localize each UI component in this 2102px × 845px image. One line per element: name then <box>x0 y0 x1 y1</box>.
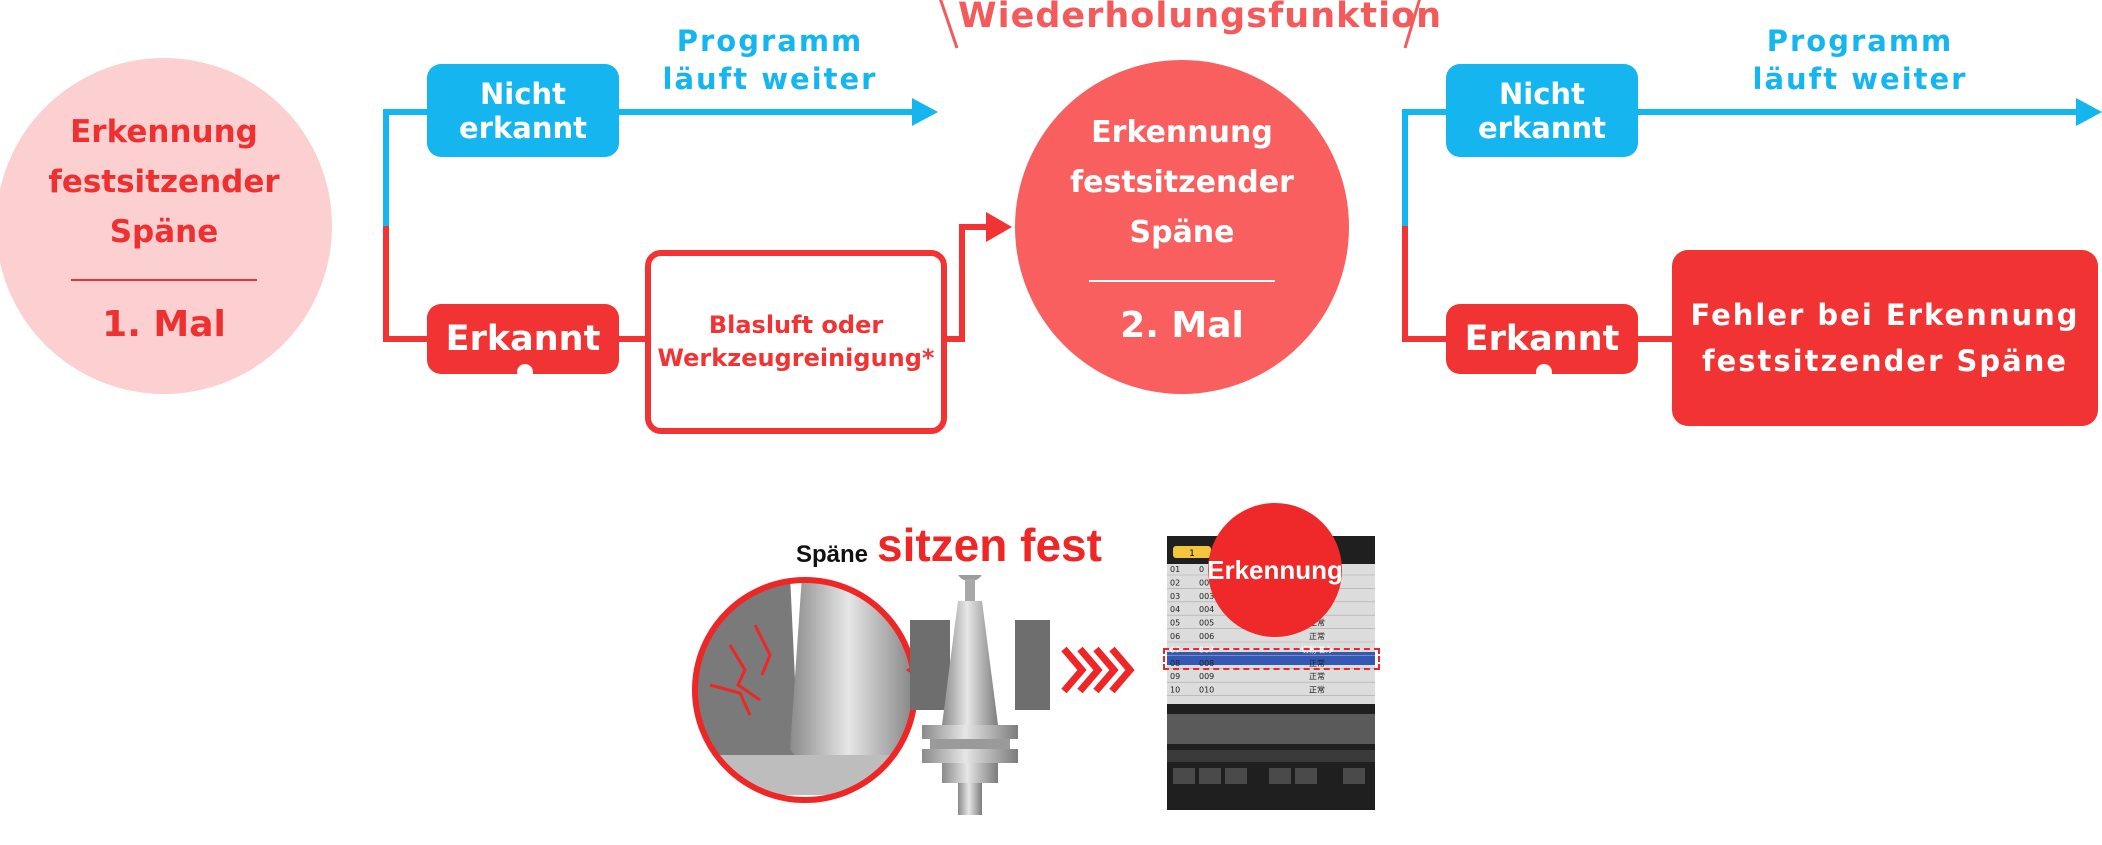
branch2-continue-line2: läuft weiter <box>1752 62 1968 96</box>
screen-row-status: 正常 <box>1309 686 1325 695</box>
title-slash-left <box>939 0 959 49</box>
chips-label-large: sitzen fest <box>877 519 1102 571</box>
first-detection-title-line1: Erkennung <box>70 114 258 150</box>
branch2-error-line2: festsitzender Späne <box>1701 344 2069 378</box>
screen-row-status: 正常 <box>1309 659 1325 668</box>
branch2-continue-line1: Programm <box>1766 24 1954 58</box>
second-detection-title-line1: Erkennung <box>1091 115 1273 150</box>
chips-label-small: Späne <box>796 541 869 568</box>
screen-row-status: 正常 <box>1309 632 1325 641</box>
first-detection-title-line2: festsitzender Späne <box>48 164 280 250</box>
branch1-red-to-second <box>934 224 993 342</box>
first-detection-circle: Erkennung festsitzender Späne 1. Mal <box>0 58 332 394</box>
screen-row-status: 正常 <box>1309 619 1325 628</box>
screen-row-number: 01 <box>1170 565 1180 574</box>
branch1-red-arrowhead <box>986 212 1012 242</box>
screen-row-number: 09 <box>1170 672 1180 681</box>
branch2-continue-arrowhead <box>2076 98 2102 126</box>
screen-row-code: 010 <box>1199 686 1214 695</box>
magnified-view <box>695 580 915 800</box>
screen-row-number: 06 <box>1170 632 1180 641</box>
branch1-blue-connector <box>383 109 925 226</box>
branch1-not-detected-line1: Nicht <box>480 76 566 111</box>
screen-row-number: 04 <box>1170 605 1180 614</box>
screen-row-code: 008 <box>1199 659 1214 668</box>
branch2-error-box: Fehler bei Erkennung festsitzender Späne <box>1672 250 2098 426</box>
screen-row-number: 10 <box>1170 686 1180 695</box>
branch1-continue-label: Programm läuft weiter <box>650 22 890 98</box>
branch1-detected-pill: Erkannt <box>427 304 619 374</box>
branch2-detected-pill: Erkannt <box>1446 304 1638 374</box>
branch1-detected-notch <box>517 364 533 380</box>
screen-row-number: 05 <box>1170 619 1180 628</box>
branch1-action-line2: Werkzeugreinigung* <box>657 344 935 372</box>
second-detection-count: 2. Mal <box>1120 305 1244 346</box>
second-detection-circle: Erkennung festsitzender Späne 2. Mal <box>1015 60 1349 394</box>
title-slash-right <box>1403 0 1421 49</box>
screen-row-number: 03 <box>1170 592 1180 601</box>
branch2-continue-label: Programm läuft weiter <box>1740 22 1980 98</box>
screen-row-code: 009 <box>1199 672 1214 681</box>
screen-row-code: 006 <box>1199 632 1214 641</box>
screen-row-code: 005 <box>1199 619 1214 628</box>
branch1-not-detected-line2: erkannt <box>459 110 587 145</box>
branch1-action-line1: Blasluft oder <box>708 311 884 339</box>
screen-row-code: 0 <box>1199 565 1204 574</box>
branch1-not-detected-pill: Nicht erkannt <box>427 64 619 157</box>
branch1-detected-label: Erkannt <box>445 319 601 359</box>
branch2-error-line1: Fehler bei Erkennung <box>1690 298 2080 332</box>
branch1-action-box: Blasluft oder Werkzeugreinigung* <box>645 250 947 434</box>
second-detection-title-line2: festsitzender Späne <box>1070 165 1294 250</box>
screen-row-number: 08 <box>1170 659 1180 668</box>
branch2-not-detected-line1: Nicht <box>1499 76 1585 111</box>
screen-tab-label: 1 <box>1189 549 1195 559</box>
branch1-continue-line2: läuft weiter <box>662 62 878 96</box>
branch1-continue-arrowhead <box>912 98 938 126</box>
repeat-function-title: Wiederholungsfunktion <box>958 0 1443 36</box>
chevron-arrows-icon <box>1061 646 1135 694</box>
highlight-box <box>1163 648 1380 670</box>
branch2-detected-notch <box>1536 364 1552 380</box>
detection-badge: Erkennung <box>1207 503 1343 637</box>
branch2-blue-connector <box>1402 109 2080 226</box>
screen-row-code: 003 <box>1199 592 1214 601</box>
second-detection-divider <box>1089 280 1275 282</box>
branch2-not-detected-line2: erkannt <box>1478 110 1606 145</box>
tool-holder-illustration <box>692 575 1050 815</box>
branch2-not-detected-pill: Nicht erkannt <box>1446 64 1638 157</box>
first-detection-divider <box>71 279 257 281</box>
screen-row-number: 02 <box>1170 578 1180 587</box>
screen-row-status: 正常 <box>1309 672 1325 681</box>
branch1-continue-line1: Programm <box>676 24 864 58</box>
screen-row-code: 00 <box>1199 578 1209 587</box>
branch2-detected-label: Erkannt <box>1464 319 1620 359</box>
first-detection-count: 1. Mal <box>102 304 226 345</box>
screen-row-code: 004 <box>1199 605 1214 614</box>
